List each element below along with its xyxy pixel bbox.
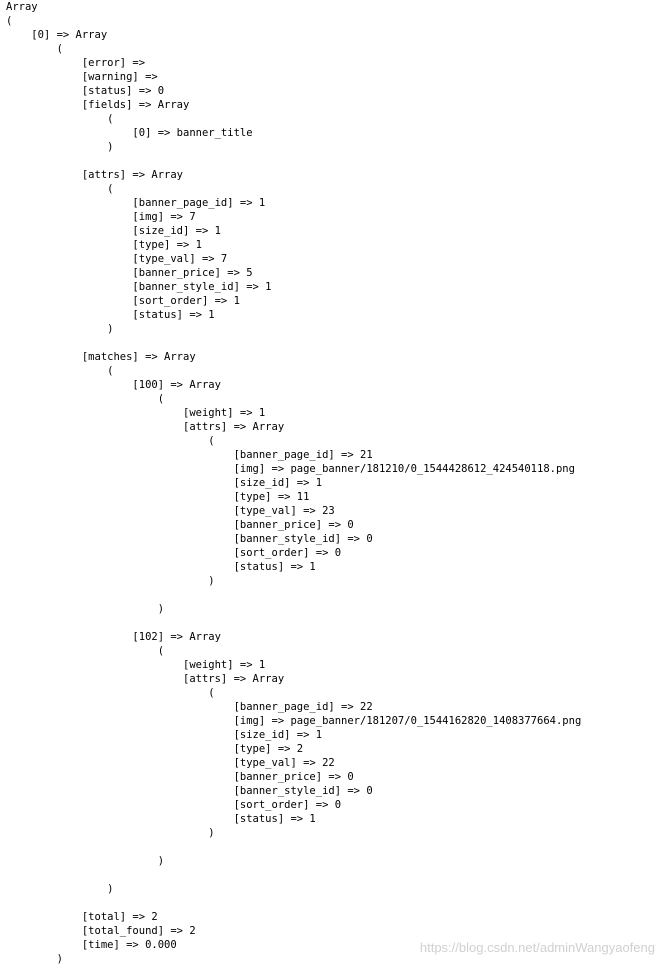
output-line: [time] => 0.000 [6,939,177,951]
output-line: ( [6,43,63,55]
output-line [6,154,581,168]
output-line: [size_id] => 1 [6,729,323,741]
output-line: [weight] => 1 [6,407,266,419]
output-line: [size_id] => 1 [6,477,323,489]
output-line: ) [6,603,165,615]
output-line: [banner_style_id] => 0 [6,785,373,797]
output-line: ( [6,393,165,405]
output-line: ) [6,827,215,839]
output-line: [img] => page_banner/181207/0_1544162820… [6,715,582,727]
output-line: [type] => 11 [6,491,310,503]
output-line: [sort_order] => 0 [6,799,342,811]
output-line: [banner_page_id] => 21 [6,449,373,461]
output-line: [100] => Array [6,379,221,391]
output-line: [banner_page_id] => 1 [6,197,266,209]
output-line: ) [6,323,114,335]
output-line: [img] => 7 [6,211,196,223]
output-line: ) [6,575,215,587]
output-line: ) [6,883,114,895]
output-line: ( [6,113,114,125]
output-line: ( [6,365,114,377]
output-line: [type_val] => 7 [6,253,228,265]
output-line: [0] => Array [6,29,108,41]
output-line: [attrs] => Array [6,421,285,433]
output-line: [banner_style_id] => 1 [6,281,272,293]
output-line: [0] => banner_title [6,127,253,139]
output-line: [size_id] => 1 [6,225,221,237]
output-line [6,868,581,882]
output-line: ( [6,687,215,699]
output-line [6,588,581,602]
output-line: [attrs] => Array [6,673,285,685]
output-line: ( [6,15,13,27]
output-line: [status] => 1 [6,561,316,573]
output-line: [sort_order] => 0 [6,547,342,559]
output-line: [type_val] => 22 [6,757,335,769]
output-line: ( [6,435,215,447]
output-line: ) [6,855,165,867]
output-line [6,336,581,350]
output-line: [total] => 2 [6,911,158,923]
output-line: [attrs] => Array [6,169,184,181]
output-line: [img] => page_banner/181210/0_1544428612… [6,463,575,475]
output-line: ) [6,953,63,965]
output-line: ( [6,645,165,657]
output-line: [status] => 0 [6,85,165,97]
output-line: ) [6,141,114,153]
output-line: [weight] => 1 [6,659,266,671]
output-line: [type] => 2 [6,743,304,755]
watermark: https://blog.csdn.net/adminWangyaofeng [419,940,655,955]
output-line [6,840,581,854]
output-line [6,896,581,910]
output-line: ( [6,183,114,195]
output-line: [type_val] => 23 [6,505,335,517]
output-line: [type] => 1 [6,239,202,251]
output-line: [status] => 1 [6,309,215,321]
print-r-output: Array ( [0] => Array ( [error] => [warnin… [6,0,581,966]
output-line: [total_found] => 2 [6,925,196,937]
output-line: [error] => [6,57,146,69]
output-line: [banner_price] => 0 [6,519,354,531]
output-line: [banner_price] => 5 [6,267,253,279]
output-line: [sort_order] => 1 [6,295,240,307]
output-line: [fields] => Array [6,99,190,111]
output-line [6,616,581,630]
output-line: [banner_page_id] => 22 [6,701,373,713]
output-line: [warning] => [6,71,158,83]
output-line: [matches] => Array [6,351,196,363]
output-line: [banner_style_id] => 0 [6,533,373,545]
output-line: [102] => Array [6,631,221,643]
output-line: [banner_price] => 0 [6,771,354,783]
output-line: Array [6,1,38,13]
output-line: [status] => 1 [6,813,316,825]
